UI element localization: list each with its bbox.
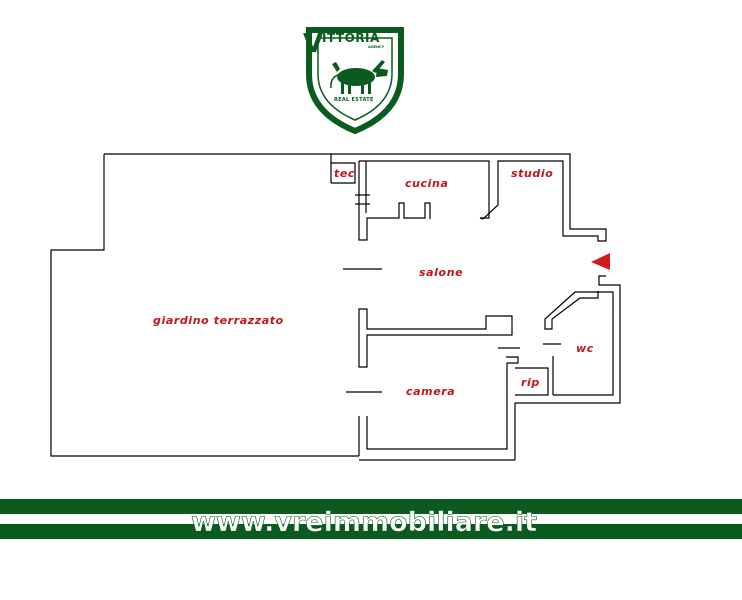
- room-label-rip: rip: [521, 376, 540, 389]
- logo-word: ITTORIA: [322, 31, 380, 45]
- logo-tagline: REAL ESTATE: [334, 97, 374, 103]
- room-label-wc: wc: [576, 342, 594, 355]
- room-label-tec: tec: [334, 167, 355, 180]
- room-label-cucina: cucina: [405, 177, 449, 190]
- room-label-studio: studio: [511, 167, 553, 180]
- walls: [50, 153, 621, 461]
- room-label-salone: salone: [419, 266, 463, 279]
- logo-agency: AGENCY: [368, 45, 384, 49]
- entrance-arrow-icon: [591, 253, 610, 270]
- logo-letter: V: [303, 29, 323, 59]
- website-url[interactable]: www.vreimmobiliare.it: [191, 507, 538, 539]
- website-banner: www.vreimmobiliare.it: [0, 499, 742, 539]
- agency-logo: V ITTORIA AGENCY REAL ESTATE: [303, 27, 404, 135]
- bull-icon: [330, 60, 388, 94]
- door-marks: [343, 194, 561, 393]
- room-label-camera: camera: [406, 385, 455, 398]
- room-label-giardino: giardino terrazzato: [153, 314, 284, 327]
